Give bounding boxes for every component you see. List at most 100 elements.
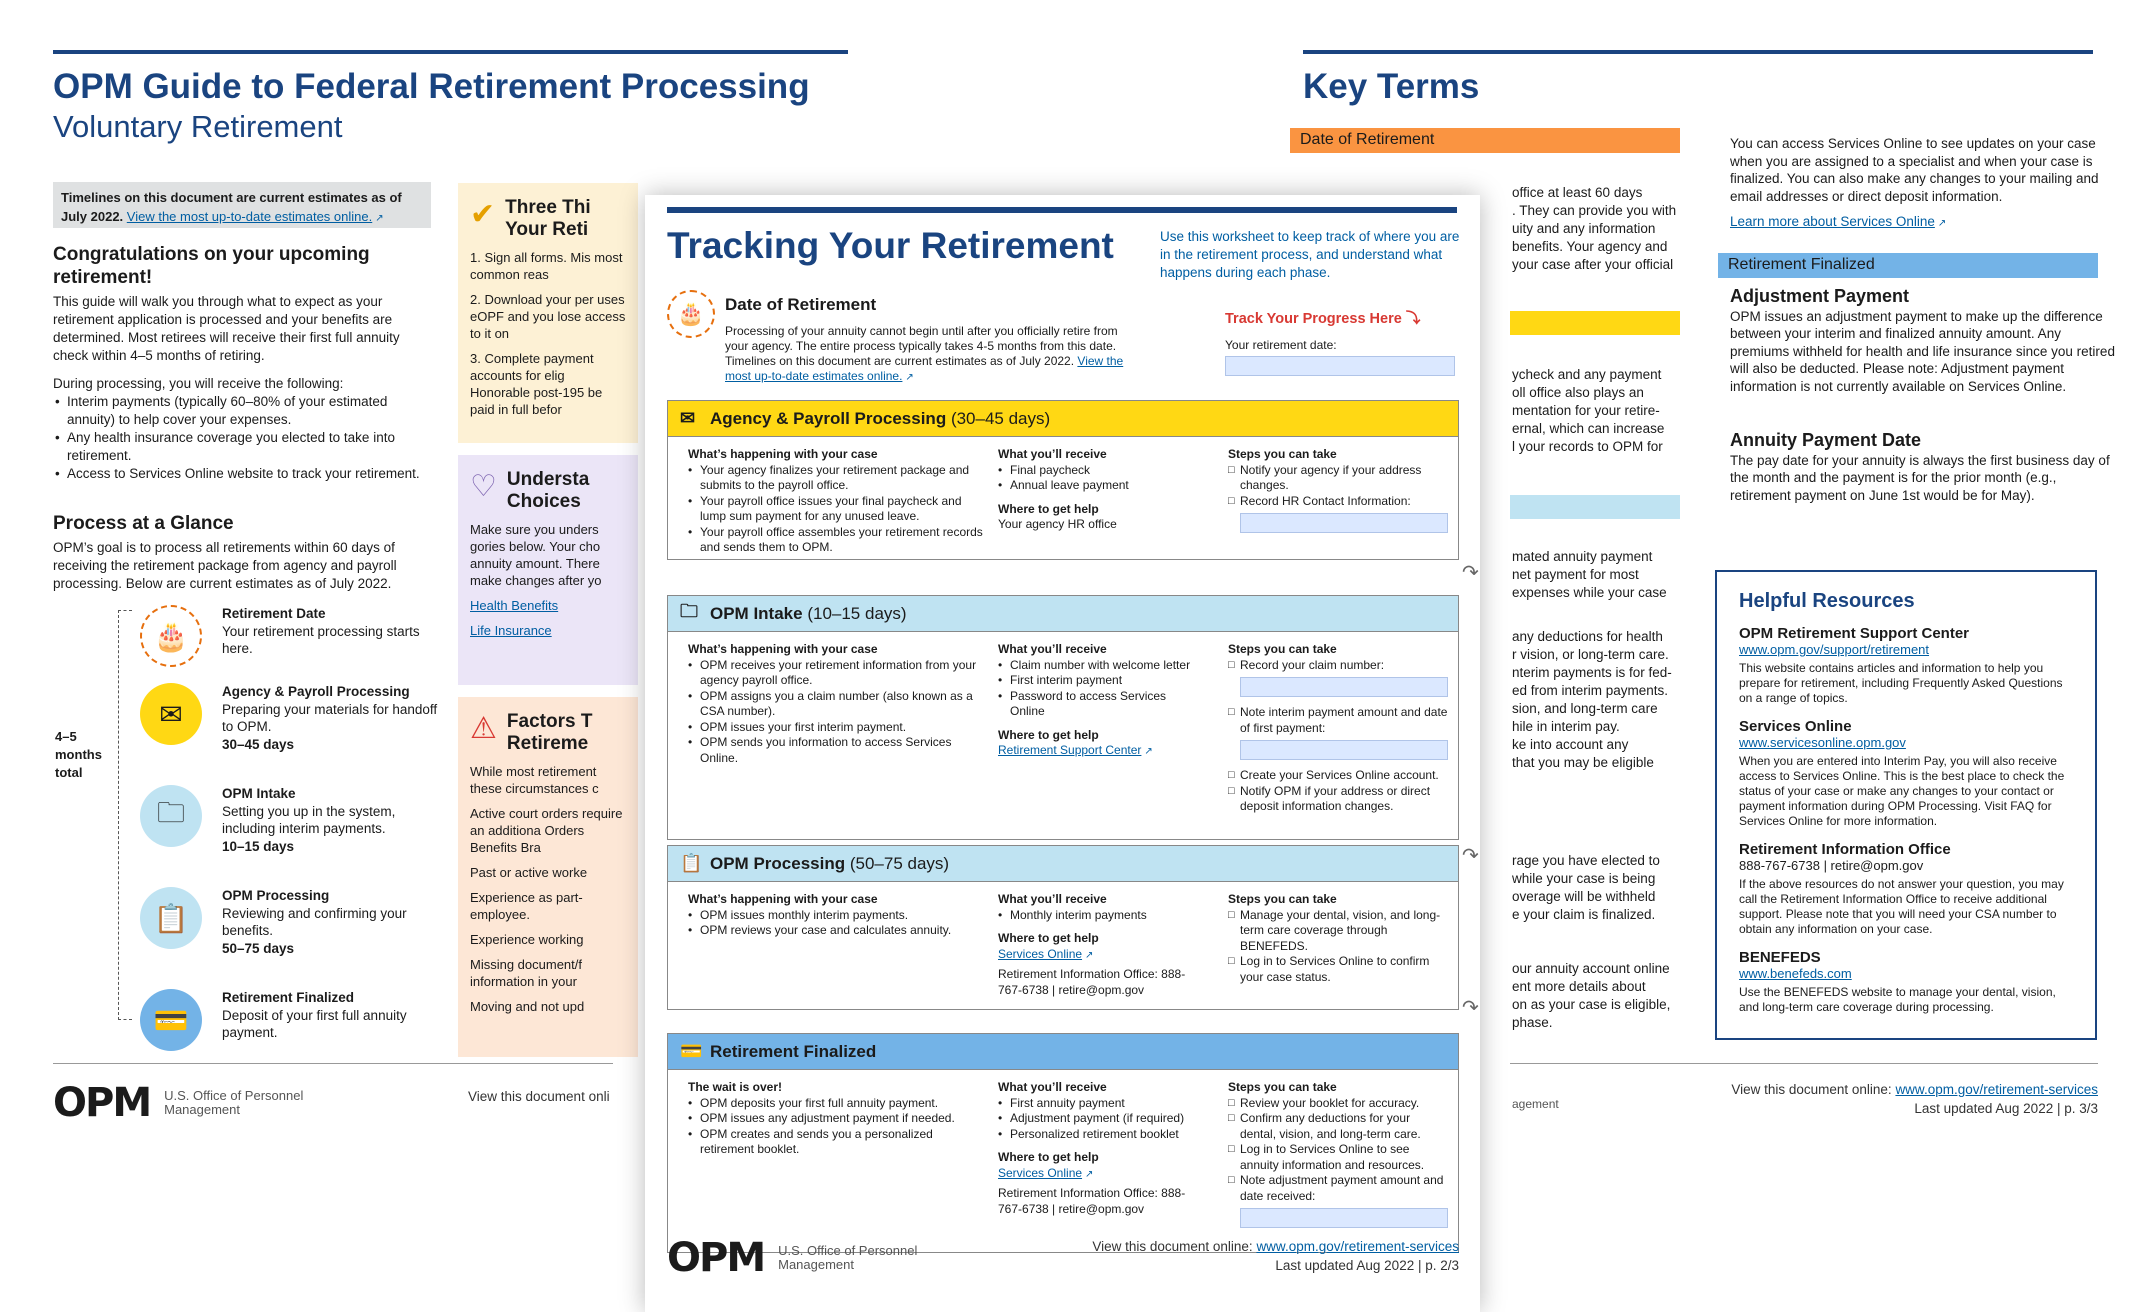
retirement-services-link[interactable]: www.opm.gov/retirement-services (1895, 1082, 2098, 1097)
resource-link[interactable]: www.servicesonline.opm.gov (1739, 735, 1906, 750)
list-item: First interim payment (998, 673, 1198, 689)
lightblue-bar (1510, 495, 1680, 519)
list-item: First annuity payment (998, 1096, 1198, 1112)
checkbox-item[interactable]: Note interim payment amount and date of … (1228, 705, 1448, 736)
services-online-link[interactable]: Learn more about Services Online (1730, 214, 1935, 229)
list-item: Monthly interim payments (998, 908, 1198, 924)
list-item: OPM creates and sends you a personalized… (688, 1127, 988, 1158)
external-link-icon: ↗ (905, 372, 914, 383)
checkbox-item[interactable]: Note adjustment payment amount and date … (1228, 1173, 1448, 1204)
resource-desc: Use the BENEFEDS website to manage your … (1739, 985, 2056, 1014)
checkbox-item[interactable]: Notify your agency if your address chang… (1228, 463, 1448, 494)
card-text: Make sure you unders gories below. Your … (470, 522, 602, 588)
checkbox-item[interactable]: Log in to Services Online to see annuity… (1228, 1142, 1448, 1173)
help-text: Your agency HR office (998, 517, 1117, 531)
worksheet-intro: Use this worksheet to keep track of wher… (1160, 229, 1460, 280)
card-item: Experience as part- employee. (470, 890, 583, 922)
list-item: OPM sends you information to access Serv… (688, 735, 988, 766)
step-desc: Deposit of your first full annuity payme… (222, 1007, 407, 1041)
view-online: View this document online: (1092, 1239, 1253, 1254)
retirement-finalized-bar: Retirement Finalized (1718, 253, 2098, 278)
card-factors: ⚠Factors T Retireme While most retiremen… (458, 697, 638, 1057)
section-header: 📋OPM Processing (50–75 days) (668, 846, 1458, 882)
checkbox-item[interactable]: Record HR Contact Information: (1228, 494, 1448, 510)
step-desc: Reviewing and confirming your benefits. (222, 905, 407, 939)
resource-link[interactable]: www.opm.gov/support/retirement (1739, 642, 1930, 657)
external-link-icon: ↗ (1144, 746, 1153, 757)
page-subtitle: Voluntary Retirement (53, 109, 343, 144)
term-heading: Annuity Payment Date (1730, 430, 1922, 450)
dor-title: Date of Retirement (725, 295, 877, 314)
footer-rule (53, 1063, 613, 1064)
step-title: Agency & Payroll Processing (222, 684, 410, 699)
external-link-icon: ↗ (1085, 949, 1094, 961)
col-heading: Where to get help (998, 1150, 1099, 1164)
annuity-payment-date-term: Annuity Payment Date The pay date for yo… (1730, 430, 2115, 504)
retirement-date-label: Your retirement date: (1225, 338, 1337, 352)
helpful-resources-title: Helpful Resources (1739, 590, 1915, 612)
section-duration: (10–15 days) (807, 603, 907, 623)
services-online-link[interactable]: Services Online (998, 946, 1083, 961)
section-header: ✉Agency & Payroll Processing (30–45 days… (668, 401, 1458, 437)
during-text: During processing, you will receive the … (53, 376, 344, 391)
checkbox-item[interactable]: Log in to Services Online to confirm you… (1228, 954, 1448, 985)
list-item: OPM receives your retirement information… (688, 658, 988, 689)
section-opm-intake: 🗀OPM Intake (10–15 days) What’s happenin… (667, 595, 1459, 840)
step-title: OPM Intake (222, 786, 296, 801)
checkbox-item[interactable]: Record your claim number: (1228, 658, 1448, 674)
retirement-date-input[interactable] (1225, 356, 1455, 376)
text-fragment: any deductions for health (1512, 629, 1663, 644)
checkbox-item[interactable]: Confirm any deductions for your dental, … (1228, 1111, 1448, 1142)
col-heading: Steps you can take (1228, 1080, 1337, 1094)
footer-info: View this document online: www.opm.gov/r… (1710, 1080, 2098, 1118)
life-insurance-link[interactable]: Life Insurance (470, 623, 552, 638)
text-fragment: while your case is being (1512, 871, 1656, 886)
health-benefits-link[interactable]: Health Benefits (470, 598, 559, 613)
col-heading: Where to get help (998, 727, 1099, 742)
retirement-services-link[interactable]: www.opm.gov/retirement-services (1256, 1239, 1459, 1254)
check-payment-icon: 💳 (680, 1041, 703, 1061)
section-header: 🗀OPM Intake (10–15 days) (668, 596, 1458, 632)
list-item: Annual leave payment (998, 478, 1198, 494)
text-fragment: your case after your official (1512, 257, 1674, 272)
page-title: Key Terms (1303, 67, 1480, 106)
arrow-down-icon: ⤵ (1405, 311, 1421, 327)
services-online-link[interactable]: Services Online (998, 1165, 1083, 1180)
adjustment-payment-input[interactable] (1240, 1208, 1448, 1228)
envelope-icon: ✉ (140, 683, 202, 745)
list-item: OPM reviews your case and calculates ann… (688, 923, 988, 939)
text-fragment: overage will be withheld (1512, 889, 1656, 904)
card-item: Past or active worke (470, 865, 588, 880)
section-title: Agency & Payroll Processing (710, 408, 947, 428)
resource-link[interactable]: www.benefeds.com (1739, 966, 1852, 981)
text-fragment: nterim payments is for fed- (1512, 665, 1672, 680)
glance-section: Process at a Glance OPM’s goal is to pro… (53, 512, 431, 593)
external-link-icon: ↗ (375, 213, 384, 224)
section-duration: (50–75 days) (849, 853, 950, 873)
card-text: While most retirement these circumstance… (470, 764, 599, 796)
interim-payment-input[interactable] (1240, 740, 1448, 760)
services-online-text: You can access Services Online to see up… (1730, 136, 2099, 204)
estimates-link[interactable]: View the most up-to-date estimates onlin… (725, 354, 1124, 383)
list-item: Claim number with welcome letter (998, 658, 1198, 674)
col-heading: Where to get help (998, 931, 1099, 945)
col-heading: What’s happening with your case (688, 642, 878, 656)
hr-contact-input[interactable] (1240, 513, 1448, 533)
checkbox-item[interactable]: Notify OPM if your address or direct dep… (1228, 784, 1448, 815)
support-center-link[interactable]: Retirement Support Center (998, 743, 1142, 757)
section-header: 💳Retirement Finalized (668, 1034, 1458, 1070)
list-item: OPM deposits your first full annuity pay… (688, 1096, 988, 1112)
estimates-link[interactable]: View the most up-to-date estimates onlin… (126, 209, 373, 224)
congrats-text: This guide will walk you through what to… (53, 294, 400, 363)
services-online-term: You can access Services Online to see up… (1730, 135, 2115, 233)
col-heading: Steps you can take (1228, 642, 1337, 656)
checkbox-item[interactable]: Manage your dental, vision, and long-ter… (1228, 908, 1448, 955)
text-fragment: r vision, or long-term care. (1512, 647, 1669, 662)
claim-number-input[interactable] (1240, 677, 1448, 697)
checkbox-item[interactable]: Review your booklet for accuracy. (1228, 1096, 1448, 1112)
col-heading: What you’ll receive (998, 1080, 1107, 1094)
opm-logo: OPM (667, 1235, 766, 1281)
checkbox-item[interactable]: Create your Services Online account. (1228, 768, 1448, 784)
timeline-note: Timelines on this document are current e… (53, 182, 431, 228)
resource-desc: If the above resources do not answer you… (1739, 877, 2064, 936)
